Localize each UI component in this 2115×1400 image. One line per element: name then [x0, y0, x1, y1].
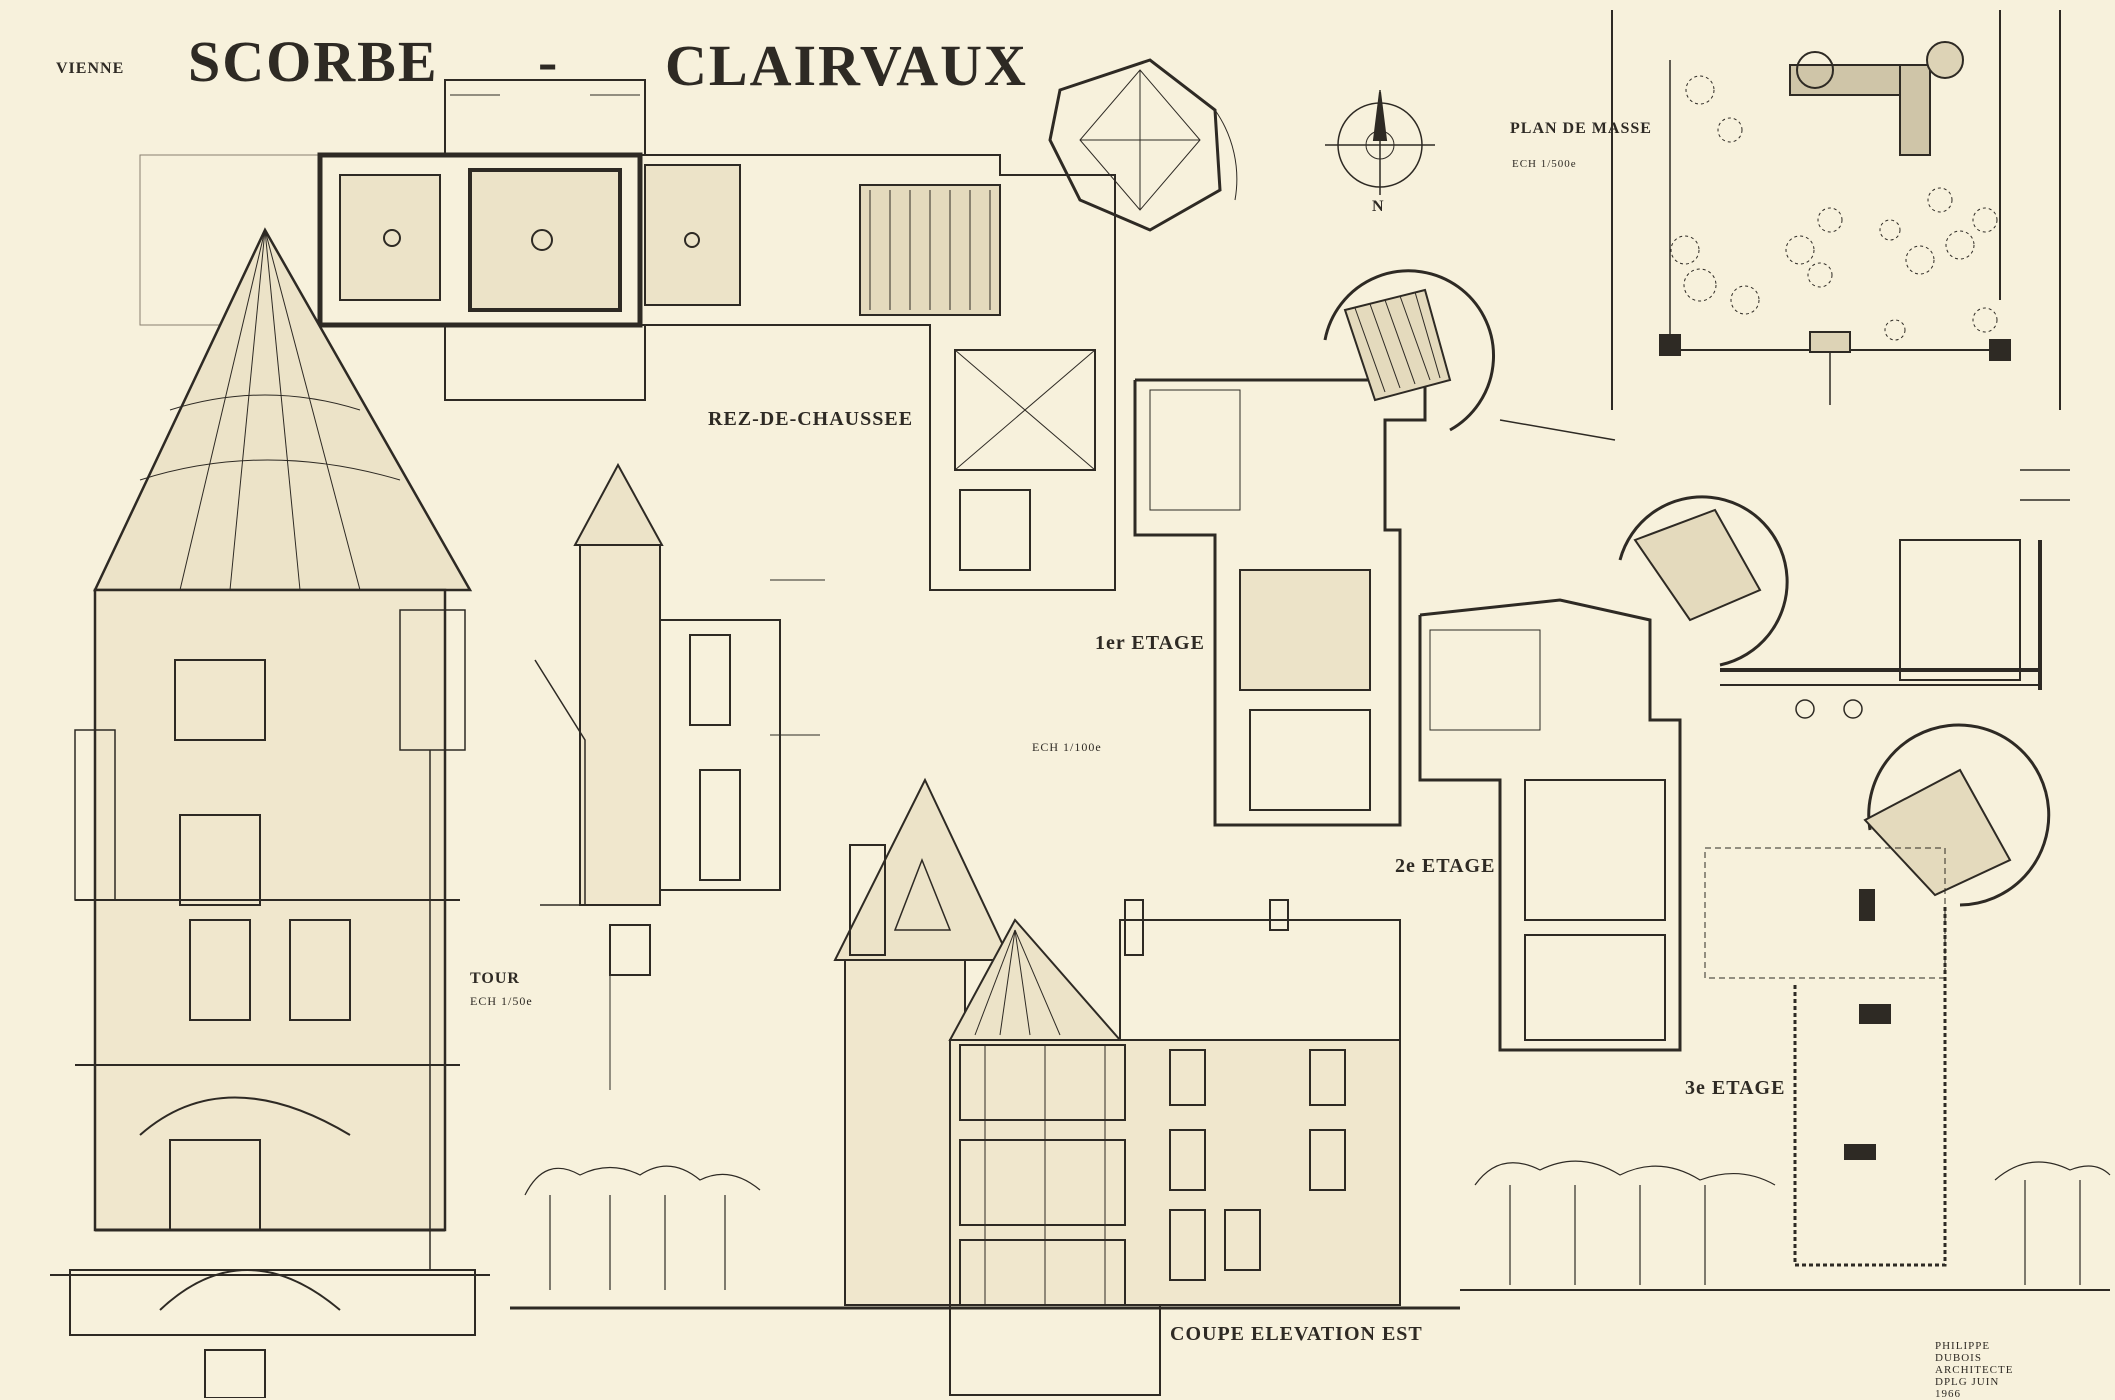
plan-deuxieme-etage — [1420, 420, 2070, 1050]
plan-troisieme-etage — [1705, 725, 2049, 1265]
label-coupe-elevation-est: COUPE ELEVATION EST — [1170, 1323, 1423, 1345]
plan-rez-de-chaussee — [140, 60, 1237, 590]
label-rez-de-chaussee: REZ-DE-CHAUSSEE — [708, 408, 914, 430]
title-separator: - — [538, 29, 560, 94]
label-tour: TOUR — [470, 970, 520, 987]
plan-de-masse — [1612, 10, 2060, 410]
tourelle-detail — [535, 465, 825, 1090]
label-premier-etage: 1er ETAGE — [1095, 632, 1205, 654]
label-plan-de-masse: PLAN DE MASSE — [1510, 120, 1652, 137]
label-plans-scale: ECH 1/100e — [1032, 740, 1102, 754]
tour-elevation — [50, 230, 490, 1398]
compass-rose — [1325, 90, 1435, 195]
coupe-elevation-est — [510, 780, 1460, 1395]
label-troisieme-etage: 3e ETAGE — [1685, 1077, 1786, 1099]
title-left: SCORBE — [188, 29, 439, 94]
architect-credit: PHILIPPE DUBOIS ARCHITECTE DPLG JUIN 196… — [1935, 1340, 2014, 1400]
label-tour-scale: ECH 1/50e — [470, 994, 533, 1008]
label-deuxieme-etage: 2e ETAGE — [1395, 855, 1496, 877]
label-plan-de-masse-scale: ECH 1/500e — [1512, 158, 1577, 170]
title-right: CLAIRVAUX — [665, 33, 1028, 98]
north-label: N — [1372, 198, 1385, 215]
region-label: VIENNE — [56, 60, 125, 77]
landscape-trees — [525, 1161, 2110, 1290]
plan-premier-etage — [1135, 271, 1494, 825]
